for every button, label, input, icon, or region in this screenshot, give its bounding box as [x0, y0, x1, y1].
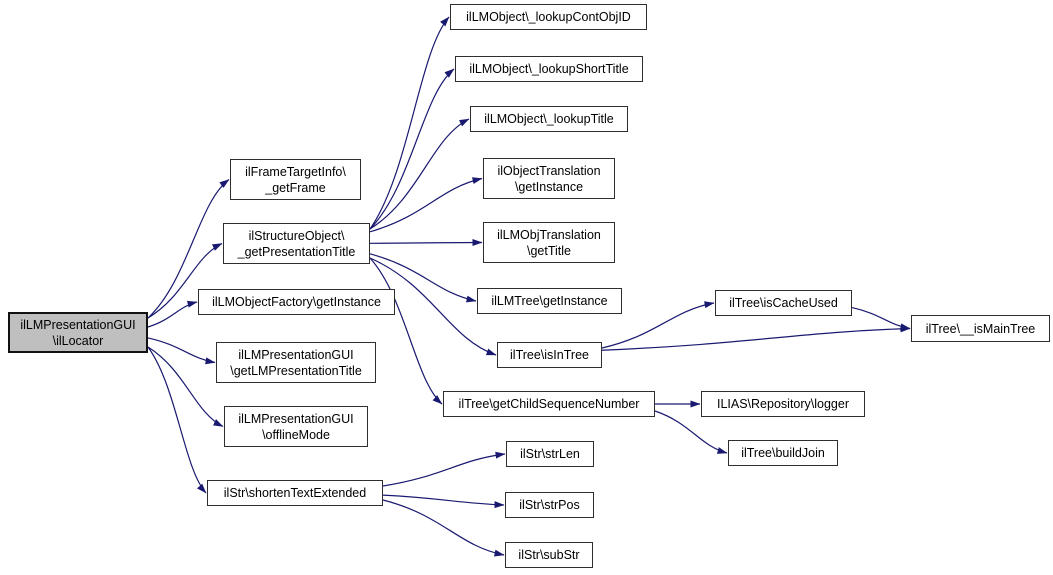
node-label-line: ilLMTree\getInstance [491, 294, 608, 308]
node-label-line: ilObjectTranslation [497, 163, 601, 178]
node-label-line: \getTitle [526, 243, 571, 258]
graph-node-buildJoin[interactable]: ilTree\buildJoin [728, 440, 838, 466]
graph-node-lmObjectFactoryGetInstance[interactable]: ilLMObjectFactory\getInstance [198, 289, 395, 315]
call-edge-shortenTextExtended-to-strLen [382, 451, 506, 487]
node-label-line: ilLMObjTranslation [497, 227, 601, 242]
graph-node-lmObjTranslationGetTitle[interactable]: ilLMObjTranslation\getTitle [483, 222, 615, 263]
call-edge-getPresentationTitle-to-getChildSequenceNumber [369, 257, 443, 405]
node-label-line: _getFrame [265, 180, 326, 195]
node-label-line: ilLMObject\_lookupContObjID [466, 10, 631, 24]
node-label-line: \getInstance [514, 179, 584, 194]
graph-node-getPresentationTitle[interactable]: ilStructureObject\_getPresentationTitle [223, 223, 370, 264]
node-label-line: ilLMPresentationGUI [238, 411, 354, 426]
call-edge-shortenTextExtended-to-subStr [382, 499, 505, 557]
node-label-line: ilLMObjectFactory\getInstance [212, 295, 381, 309]
node-label-line: ilTree\__isMainTree [925, 321, 1036, 336]
node-label-line: ilLMObject\_lookupTitle [484, 112, 614, 126]
call-edge-getPresentationTitle-to-lookupContObjID [369, 16, 450, 230]
graph-node-isInTree[interactable]: ilTree\isInTree [497, 342, 602, 368]
node-label-line: ILIAS\Repository\logger [716, 397, 849, 411]
graph-node-lookupContObjID[interactable]: ilLMObject\_lookupContObjID [450, 4, 647, 30]
node-label-line: \offlineMode [262, 427, 330, 442]
node-label-line: ilStr\strPos [519, 498, 580, 512]
graph-node-getChildSequenceNumber[interactable]: ilTree\getChildSequenceNumber [443, 391, 655, 417]
graph-node-strPos[interactable]: ilStr\strPos [505, 492, 594, 518]
graph-node-lmTreeGetInstance[interactable]: ilLMTree\getInstance [477, 288, 622, 314]
graph-node-ilLocator: ilLMPresentationGUI\ilLocator [8, 312, 148, 353]
node-label-line: ilFrameTargetInfo\ [245, 164, 346, 179]
call-edge-shortenTextExtended-to-strPos [382, 494, 505, 509]
call-edge-ilLocator-to-getLMPresentationTitle [147, 337, 216, 365]
call-edge-getPresentationTitle-to-lookupShortTitle [369, 68, 455, 230]
graph-node-isMainTree[interactable]: ilTree\__isMainTree [911, 315, 1050, 342]
node-label-line: ilStr\shortenTextExtended [223, 486, 367, 500]
call-edge-getPresentationTitle-to-objectTranslationGetInstance [369, 177, 483, 233]
node-label-line: ilStructureObject\ [248, 228, 345, 243]
node-label-line: ilStr\strLen [520, 447, 580, 461]
node-label-line: ilLMPresentationGUI [238, 347, 354, 362]
node-label-line: ilStr\subStr [518, 548, 580, 562]
call-edge-getPresentationTitle-to-lookupTitle [369, 118, 470, 230]
node-label-line: ilLMObject\_lookupShortTitle [469, 62, 629, 76]
call-edge-getChildSequenceNumber-to-buildJoin [654, 410, 728, 454]
graph-node-logger[interactable]: ILIAS\Repository\logger [701, 391, 865, 417]
node-label-line: ilLMPresentationGUI [20, 317, 136, 332]
call-edge-isInTree-to-isMainTree [601, 325, 911, 351]
call-edge-isCacheUsed-to-isMainTree [851, 307, 911, 331]
node-label-line: ilTree\isInTree [510, 348, 589, 362]
node-label-line: ilTree\isCacheUsed [729, 296, 838, 310]
graph-node-getLMPresentationTitle[interactable]: ilLMPresentationGUI\getLMPresentationTit… [216, 342, 376, 383]
graph-node-offlineMode[interactable]: ilLMPresentationGUI\offlineMode [224, 406, 368, 447]
node-label-line: \getLMPresentationTitle [230, 363, 362, 378]
node-label-line: ilTree\getChildSequenceNumber [458, 397, 640, 411]
node-label-line: ilTree\buildJoin [741, 446, 825, 460]
graph-node-isCacheUsed[interactable]: ilTree\isCacheUsed [715, 290, 852, 316]
call-edge-getPresentationTitle-to-lmObjTranslationGetTitle [369, 239, 483, 247]
call-edge-ilLocator-to-lmObjectFactoryGetInstance [147, 300, 198, 328]
node-label-line: \ilLocator [52, 333, 104, 348]
graph-node-subStr[interactable]: ilStr\subStr [505, 542, 593, 568]
graph-node-objectTranslationGetInstance[interactable]: ilObjectTranslation\getInstance [483, 158, 615, 199]
graph-node-lookupShortTitle[interactable]: ilLMObject\_lookupShortTitle [455, 56, 643, 82]
call-edge-ilLocator-to-shortenTextExtended [147, 346, 207, 494]
graph-node-getFrame[interactable]: ilFrameTargetInfo\_getFrame [230, 159, 361, 200]
graph-node-strLen[interactable]: ilStr\strLen [506, 441, 594, 467]
graph-node-lookupTitle[interactable]: ilLMObject\_lookupTitle [470, 106, 628, 132]
node-label-line: _getPresentationTitle [237, 244, 356, 259]
graph-node-shortenTextExtended[interactable]: ilStr\shortenTextExtended [207, 480, 383, 506]
call-edge-ilLocator-to-offlineMode [147, 346, 224, 428]
